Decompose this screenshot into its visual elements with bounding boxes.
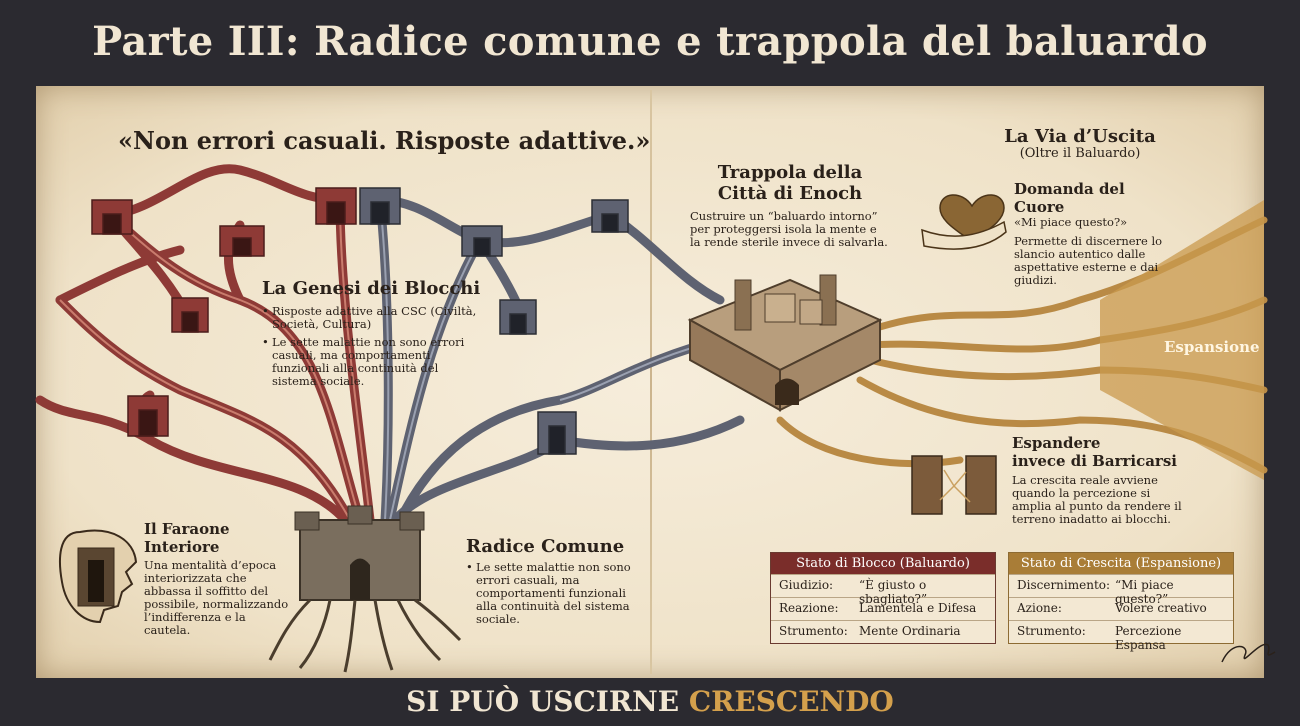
page-title: Parte III: Radice comune e trappola del … — [92, 18, 1208, 65]
espandere-heading-1: Espandere — [1012, 434, 1101, 452]
footer-main: SI PUÒ USCIRNE — [406, 685, 680, 718]
via-block: La Via d’Uscita (Oltre il Baluardo) — [990, 126, 1170, 160]
heart-hand-icon — [921, 194, 1007, 250]
domanda-block: Domanda del Cuore «Mi piace questo?» Per… — [1014, 180, 1174, 287]
radice-heading: Radice Comune — [466, 536, 625, 557]
genesi-heading: La Genesi dei Blocchi — [262, 278, 481, 299]
table-crescita: Stato di Crescita (Espansione) Discernim… — [1008, 552, 1234, 652]
genesi-bullet: Le sette malattie non sono errori casual… — [262, 336, 482, 388]
row-value: Mente Ordinaria — [859, 624, 961, 638]
espandere-body: La crescita reale avviene quando la perc… — [1012, 473, 1182, 526]
headline-quote: «Non errori casuali. Risposte adattive.» — [118, 126, 651, 155]
pharaoh-head-icon — [59, 529, 138, 624]
radice-block: Radice Comune Le sette malattie non sono… — [466, 536, 646, 631]
via-heading: La Via d’Uscita — [1004, 126, 1156, 147]
row-key: Strumento: — [1017, 624, 1086, 638]
radice-bullets: Le sette malattie non sono errori casual… — [466, 561, 646, 626]
espandere-heading-2: invece di Barricarsi — [1012, 452, 1177, 470]
table-row: Discernimento: “Mi piace questo?” — [1009, 574, 1233, 606]
table-row: Reazione: Lamentela e Difesa — [771, 597, 995, 620]
trappola-heading-1: Trappola della — [717, 162, 863, 183]
table-blocco: Stato di Blocco (Baluardo) Giudizio: “È g… — [770, 552, 996, 644]
table-row: Strumento: Mente Ordinaria — [771, 620, 995, 643]
table-crescita-header: Stato di Crescita (Espansione) — [1009, 553, 1233, 574]
root-castle-icon — [268, 505, 462, 673]
espansione-label: Espansione — [1164, 338, 1260, 356]
table-row: Strumento: Percezione Espansa — [1009, 620, 1233, 652]
footer-slogan: SI PUÒ USCIRNE CRESCENDO — [0, 685, 1300, 718]
row-key: Reazione: — [779, 601, 839, 615]
espandere-block: Espandere invece di Barricarsi La cresci… — [1012, 434, 1192, 526]
broken-doors-icon — [911, 455, 997, 515]
trappola-block: Trappola della Città di Enoch Custruire … — [690, 162, 890, 249]
faraone-heading: Il Faraone Interiore — [144, 520, 230, 556]
trappola-body: Custruire un “baluardo intorno” per prot… — [690, 209, 888, 249]
faraone-body: Una mentalità d’epoca interiorizzata che… — [144, 558, 289, 637]
expansion-glow — [1100, 200, 1264, 480]
table-row: Giudizio: “È giusto o sbagliato?” — [771, 574, 995, 606]
radice-bullet: Le sette malattie non sono errori casual… — [466, 561, 646, 626]
row-key: Strumento: — [779, 624, 848, 638]
page-fold — [650, 90, 652, 674]
table-blocco-header: Stato di Blocco (Baluardo) — [771, 553, 995, 574]
gate-icon — [91, 187, 357, 437]
row-key: Giudizio: — [779, 578, 834, 592]
row-value: “Mi piace questo?” — [1115, 578, 1174, 606]
footer-accent: CRESCENDO — [688, 685, 894, 718]
faraone-block: Il Faraone Interiore Una mentalità d’epo… — [144, 520, 294, 637]
row-key: Discernimento: — [1017, 578, 1111, 592]
genesi-bullet: Risposte adattive alla CSC (Civiltà, Soc… — [262, 305, 482, 331]
row-key: Azione: — [1017, 601, 1062, 615]
row-value: Percezione Espansa — [1115, 624, 1182, 652]
gray-gate-icon — [359, 187, 629, 455]
domanda-question: «Mi piace questo?» — [1014, 215, 1128, 229]
via-subheading: (Oltre il Baluardo) — [1019, 146, 1141, 161]
signature-mark — [1221, 643, 1276, 663]
domanda-body: Permette di discernere lo slancio autent… — [1014, 234, 1163, 287]
domanda-heading: Domanda del Cuore — [1014, 180, 1125, 216]
row-value: “È giusto o sbagliato?” — [859, 578, 928, 606]
genesi-block: La Genesi dei Blocchi Risposte adattive … — [262, 278, 482, 393]
table-row: Azione: Volere creativo — [1009, 597, 1233, 620]
row-value: Volere creativo — [1115, 601, 1207, 615]
row-value: Lamentela e Difesa — [859, 601, 977, 615]
trappola-heading-2: Città di Enoch — [717, 183, 863, 204]
genesi-bullets: Risposte adattive alla CSC (Civiltà, Soc… — [262, 305, 482, 388]
enoch-city-icon — [687, 274, 883, 412]
